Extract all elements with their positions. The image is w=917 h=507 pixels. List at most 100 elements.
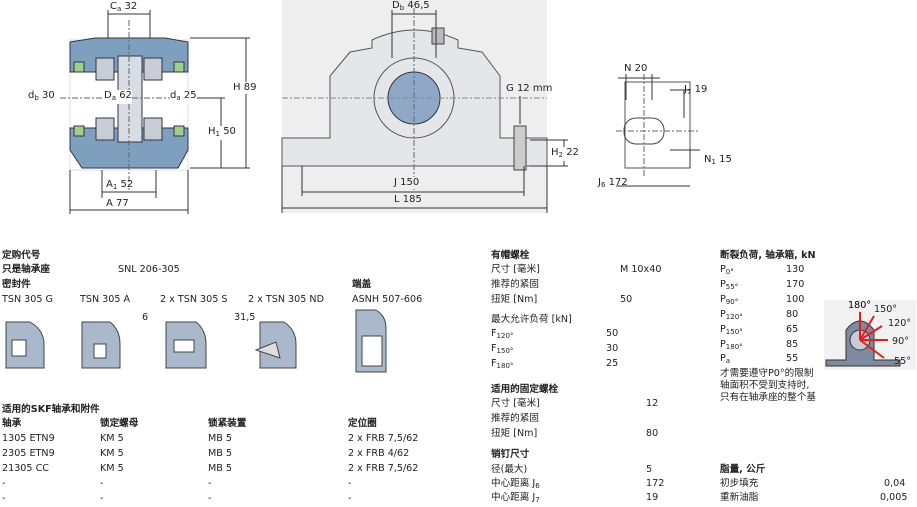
angle-label: 90° — [892, 336, 910, 347]
cap-bolts-value: M 10x40 — [620, 264, 662, 275]
dim-J: J 150 — [394, 177, 420, 189]
fix-bolts-label: 尺寸 [毫米] — [491, 398, 540, 409]
breaking-label: P90° — [720, 294, 739, 306]
table-cell[interactable]: MB 5 — [208, 433, 233, 444]
dim-J7: J7 19 — [684, 84, 708, 96]
table-cell: - — [348, 478, 352, 489]
table-header: 锁定螺母 — [100, 418, 139, 429]
breaking-value: 170 — [786, 279, 805, 290]
fix-bolts-label: 扭矩 [Nm] — [491, 428, 538, 439]
dim-H1: H1 50 — [208, 126, 236, 140]
max-load-title: 最大允许负荷 [kN] — [491, 314, 572, 325]
breaking-note: 轴面积不受到支持时, — [720, 380, 810, 391]
breaking-label: Pa — [720, 353, 731, 365]
dim-A: A 77 — [106, 198, 129, 209]
load-label: F150° — [491, 343, 514, 355]
table-cell[interactable]: KM 5 — [100, 463, 124, 474]
breaking-note: 只有在轴承座的整个基 — [720, 392, 816, 403]
end-cover-title: 端盖 — [352, 279, 372, 290]
table-cell: - — [100, 478, 104, 489]
angle-label: 120° — [888, 318, 912, 329]
table-cell[interactable]: KM 5 — [100, 448, 124, 459]
dim-H2: H2 22 — [551, 147, 579, 161]
table-cell: - — [348, 493, 352, 504]
dim-Da: Da 62 — [104, 90, 132, 104]
grease-value: 0,04 — [884, 478, 906, 489]
dowel-value: 5 — [646, 464, 653, 475]
seal-dim-2: 31,5 — [234, 312, 256, 323]
table-cell: - — [208, 493, 212, 504]
dowel-label: 径(最大) — [491, 464, 528, 475]
cap-bolts-label: 扭矩 [Nm] — [491, 294, 538, 305]
seal-item[interactable]: 2 x TSN 305 S — [160, 294, 228, 305]
breaking-value: 100 — [786, 294, 805, 305]
dowel-label: 中心距离 J7 — [491, 492, 540, 504]
breaking-value: 65 — [786, 324, 799, 335]
table-cell: - — [208, 478, 212, 489]
dim-J6: J6 172 — [598, 177, 628, 189]
breaking-value: 55 — [786, 353, 799, 364]
table-cell: - — [2, 493, 6, 504]
table-cell[interactable]: MB 5 — [208, 463, 233, 474]
angle-label: 55° — [894, 356, 912, 367]
breaking-label: P150° — [720, 324, 743, 336]
load-label: F180° — [491, 358, 514, 370]
breaking-label: P55° — [720, 279, 739, 291]
cap-bolts-label: 尺寸 [毫米] — [491, 264, 540, 275]
dowel-value: 172 — [646, 478, 665, 489]
breaking-label: P180° — [720, 339, 743, 351]
table-cell[interactable]: MB 5 — [208, 448, 233, 459]
grease-label: 初步填充 — [720, 478, 759, 489]
housing-only-value[interactable]: SNL 206-305 — [118, 264, 180, 275]
load-diagram — [824, 300, 916, 370]
table-cell[interactable]: KM 5 — [100, 433, 124, 444]
dowel-label: 中心距离 J6 — [491, 478, 540, 490]
side-view — [616, 74, 700, 187]
breaking-value: 130 — [786, 264, 805, 275]
breaking-note: 才需要遵守P0°的限制 — [720, 368, 814, 379]
angle-label: 150° — [874, 304, 898, 315]
seals-title: 密封件 — [2, 279, 31, 290]
breaking-label: P0° — [720, 264, 734, 276]
dim-H: H 89 — [233, 82, 257, 94]
breaking-value: 85 — [786, 339, 799, 350]
dim-ca: Ca 32 — [110, 1, 138, 13]
dim-G: G 12 mm — [506, 83, 553, 94]
table-cell[interactable]: 2 x FRB 7,5/62 — [348, 463, 419, 474]
dim-N: N 20 — [624, 63, 648, 74]
table-cell[interactable]: 1305 ETN9 — [2, 433, 55, 444]
dim-A1: A1 52 — [106, 179, 134, 191]
dim-Db: Db 46,5 — [392, 0, 430, 12]
breaking-label: P120° — [720, 309, 743, 321]
grease-value: 0,005 — [880, 492, 908, 503]
load-value: 25 — [606, 358, 619, 369]
table-header: 定位圈 — [348, 418, 377, 429]
cap-bolts-label: 推荐的紧固 — [491, 279, 539, 290]
dowel-value: 19 — [646, 492, 659, 503]
dim-N1: N1 15 — [704, 154, 732, 166]
table-cell: - — [100, 493, 104, 504]
table-cell[interactable]: 21305 CC — [2, 463, 49, 474]
end-cover-value[interactable]: ASNH 507-606 — [352, 294, 423, 305]
accessories-title: 适用的SKF轴承和附件 — [2, 404, 100, 415]
table-cell[interactable]: 2305 ETN9 — [2, 448, 55, 459]
table-cell: - — [2, 478, 6, 489]
grease-title: 脂量, 公斤 — [720, 464, 766, 475]
angle-label: 180° — [848, 300, 872, 311]
table-header: 轴承 — [2, 418, 22, 429]
seal-item[interactable]: 2 x TSN 305 ND — [248, 294, 324, 305]
dim-db: db 30 — [28, 90, 55, 102]
breaking-value: 80 — [786, 309, 799, 320]
table-header: 锁紧装置 — [208, 418, 247, 429]
table-cell[interactable]: 2 x FRB 4/62 — [348, 448, 410, 459]
seal-dim-1: 6 — [142, 312, 149, 323]
front-view — [281, 0, 568, 213]
seal-item[interactable]: TSN 305 A — [80, 294, 131, 305]
seal-item[interactable]: TSN 305 G — [2, 294, 53, 305]
load-value: 50 — [606, 328, 619, 339]
load-label: F120° — [491, 328, 514, 340]
table-cell[interactable]: 2 x FRB 7,5/62 — [348, 433, 419, 444]
grease-label: 重新油脂 — [720, 492, 759, 503]
fix-bolts-value: 80 — [646, 428, 659, 439]
